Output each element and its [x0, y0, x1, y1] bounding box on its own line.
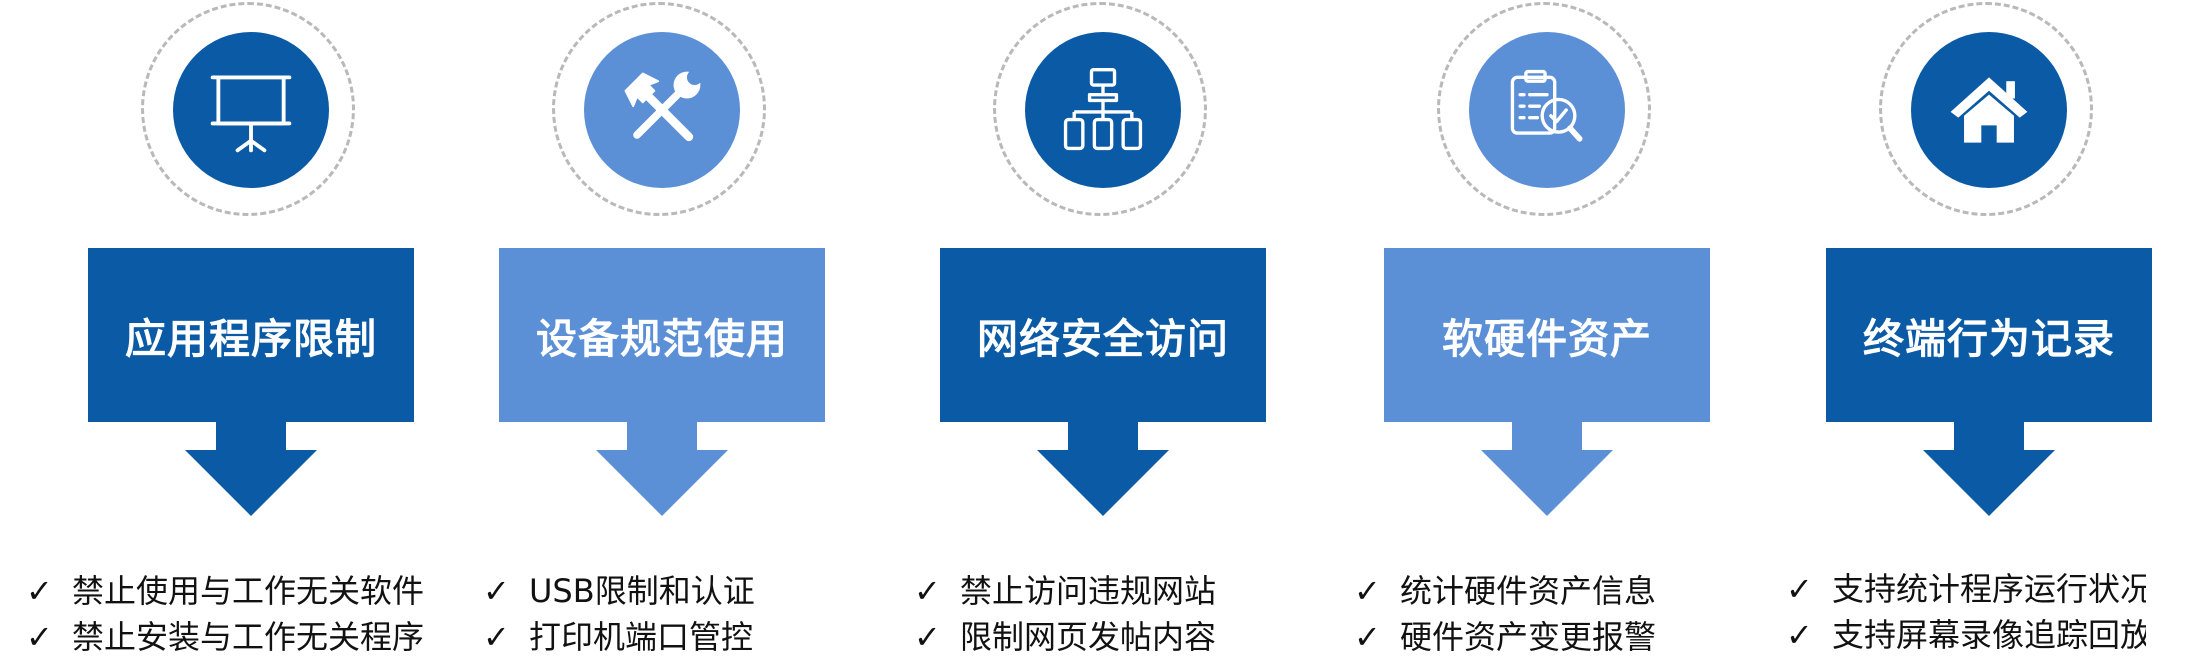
feature-list: ✓支持统计程序运行状况 ✓支持屏幕录像追踪回放 [1786, 566, 2146, 658]
feature-title: 终端行为记录 [1863, 315, 2115, 363]
feature-title: 设备规范使用 [536, 315, 788, 363]
feature-title: 网络安全访问 [977, 315, 1229, 363]
list-item: ✓禁止访问违规网站 [914, 568, 1334, 614]
arrow-head [596, 450, 728, 516]
check-icon: ✓ [483, 572, 510, 610]
feature-column-device-usage: 设备规范使用 ✓USB限制和认证 ✓打印机端口管控 [483, 0, 825, 656]
arrow-head [1923, 450, 2055, 516]
list-item: ✓打印机端口管控 [483, 614, 903, 660]
arrow-head [1037, 450, 1169, 516]
check-icon: ✓ [914, 618, 941, 656]
arrow-head [185, 450, 317, 516]
arrow-stem [216, 420, 286, 452]
dashed-ring [552, 2, 766, 216]
list-item: ✓限制网页发帖内容 [914, 614, 1334, 660]
document-search-icon [1510, 69, 1583, 142]
arrow-stem [1954, 420, 2024, 452]
feature-title-box: 设备规范使用 [499, 248, 825, 422]
feature-list: ✓统计硬件资产信息 ✓硬件资产变更报警 [1354, 568, 1774, 660]
feature-title: 软硬件资产 [1442, 315, 1652, 363]
list-item: ✓禁止使用与工作无关软件 [26, 568, 446, 614]
dashed-ring [1437, 2, 1651, 216]
feature-column-behavior-record: 终端行为记录 ✓支持统计程序运行状况 ✓支持屏幕录像追踪回放 [1786, 0, 2152, 654]
feature-title-box: 软硬件资产 [1384, 248, 1710, 422]
feature-title-box: 应用程序限制 [88, 248, 414, 422]
feature-list: ✓禁止访问违规网站 ✓限制网页发帖内容 [914, 568, 1334, 660]
check-icon: ✓ [1354, 618, 1381, 656]
feature-column-app-restriction: 应用程序限制 ✓禁止使用与工作无关软件 ✓禁止安装与工作无关程序 [26, 0, 424, 656]
list-item: ✓硬件资产变更报警 [1354, 614, 1774, 660]
feature-title-box: 终端行为记录 [1826, 248, 2152, 422]
list-item: ✓统计硬件资产信息 [1354, 568, 1774, 614]
icon-disc [173, 32, 329, 188]
list-item: ✓支持统计程序运行状况 [1786, 566, 2146, 612]
feature-title-box: 网络安全访问 [940, 248, 1266, 422]
check-icon: ✓ [483, 618, 510, 656]
icon-disc [1025, 32, 1181, 188]
dashed-ring [141, 2, 355, 216]
icon-disc [1469, 32, 1625, 188]
home-icon [1950, 77, 2028, 143]
feature-column-network-access: 网络安全访问 ✓禁止访问违规网站 ✓限制网页发帖内容 [914, 0, 1266, 656]
arrow-stem [1512, 420, 1582, 452]
check-icon: ✓ [914, 572, 941, 610]
hammer-wrench-icon [624, 69, 703, 142]
arrow-stem [1068, 420, 1138, 452]
network-hierarchy-icon [1063, 68, 1143, 151]
check-icon: ✓ [26, 572, 53, 610]
feature-list: ✓USB限制和认证 ✓打印机端口管控 [483, 568, 903, 660]
check-icon: ✓ [1786, 616, 1813, 654]
icon-disc [1911, 32, 2067, 188]
feature-list: ✓禁止使用与工作无关软件 ✓禁止安装与工作无关程序 [26, 568, 446, 660]
dashed-ring [1879, 2, 2093, 216]
arrow-head [1481, 450, 1613, 516]
dashed-ring [993, 2, 1207, 216]
list-item: ✓禁止安装与工作无关程序 [26, 614, 446, 660]
icon-disc [584, 32, 740, 188]
check-icon: ✓ [1354, 572, 1381, 610]
feature-column-asset: 软硬件资产 ✓统计硬件资产信息 ✓硬件资产变更报警 [1354, 0, 1710, 656]
projector-screen-icon [210, 75, 292, 153]
check-icon: ✓ [1786, 570, 1813, 608]
list-item: ✓USB限制和认证 [483, 568, 903, 614]
check-icon: ✓ [26, 618, 53, 656]
feature-title: 应用程序限制 [125, 315, 377, 363]
arrow-stem [627, 420, 697, 452]
list-item: ✓支持屏幕录像追踪回放 [1786, 612, 2146, 658]
